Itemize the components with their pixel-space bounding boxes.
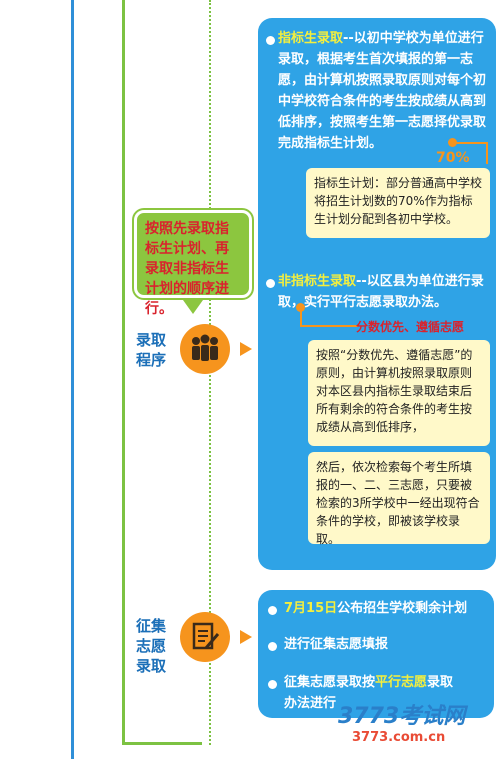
bullet bbox=[266, 279, 275, 288]
connector-dot bbox=[296, 303, 305, 312]
arrow-right-icon bbox=[240, 342, 252, 356]
bullet bbox=[268, 642, 277, 651]
non-targeted-text: --以区县为单位进行录取，实行平行志愿录取办法。 bbox=[278, 274, 484, 310]
targeted-text: --以初中学校为单位进行录取，根据考生首次填报的第一志愿，由计算机按照录取原则对… bbox=[278, 31, 487, 151]
step-3-c: 录取 bbox=[427, 675, 454, 690]
section-label-solicitation: 征集 志愿 录取 bbox=[136, 617, 167, 675]
step-1-date: 7月15日 bbox=[284, 601, 338, 616]
bullet bbox=[266, 36, 275, 45]
non-targeted-description: 非指标生录取--以区县为单位进行录取，实行平行志愿录取办法。 bbox=[278, 271, 492, 313]
rule-box: 按照先录取指标生计划、再录取非指标生计划的顺序进行。 bbox=[132, 208, 254, 317]
non-targeted-note-2: 然后，依次检索每个考生所填报的一、二、三志愿，只要被检索的3所学校中一经出现符合… bbox=[308, 452, 490, 546]
step-3-a: 征集志愿录取按 bbox=[284, 675, 376, 690]
connector-dot bbox=[448, 138, 457, 147]
timeline-line bbox=[71, 0, 74, 759]
non-targeted-title: 非指标生录取 bbox=[278, 274, 357, 289]
connector-line bbox=[300, 325, 358, 327]
rule-box-pointer bbox=[183, 300, 203, 314]
step-3-d: 办法进行 bbox=[284, 696, 337, 711]
targeted-note: 指标生计划：部分普通高中学校将招生计划数的70%作为指标生计划分配到各初中学校。 bbox=[306, 168, 490, 238]
green-guide-foot bbox=[122, 742, 202, 745]
tag-70-percent: 70% bbox=[436, 150, 470, 166]
bullet bbox=[268, 606, 277, 615]
bullet bbox=[268, 680, 277, 689]
step-3: 征集志愿录取按平行志愿录取 办法进行 bbox=[284, 672, 490, 714]
step-3-b: 平行志愿 bbox=[375, 675, 428, 690]
solicitation-panel bbox=[258, 590, 494, 718]
tag-score-priority: 分数优先、遵循志愿 bbox=[356, 320, 465, 334]
step-1-text: 公布招生学校剩余计划 bbox=[337, 601, 468, 616]
green-guide-line bbox=[122, 0, 125, 745]
targeted-title: 指标生录取 bbox=[278, 31, 344, 46]
step-2: 进行征集志愿填报 bbox=[284, 637, 389, 652]
people-icon bbox=[180, 324, 230, 374]
targeted-description: 指标生录取--以初中学校为单位进行录取，根据考生首次填报的第一志愿，由计算机按照… bbox=[278, 28, 490, 154]
non-targeted-note-1: 按照“分数优先、遵循志愿”的原则，由计算机按照录取原则对本区县内指标生录取结束后… bbox=[308, 340, 490, 446]
connector-line bbox=[300, 307, 302, 327]
watermark-logo: 3773考试网 bbox=[338, 704, 466, 729]
watermark-url: 3773.com.cn bbox=[352, 730, 446, 745]
connector-line bbox=[452, 142, 488, 144]
document-pen-icon bbox=[180, 612, 230, 662]
step-1: 7月15日公布招生学校剩余计划 bbox=[284, 598, 490, 619]
arrow-right-icon bbox=[240, 630, 252, 644]
connector-line bbox=[486, 142, 488, 164]
section-label-admission: 录取 程序 bbox=[136, 331, 167, 369]
